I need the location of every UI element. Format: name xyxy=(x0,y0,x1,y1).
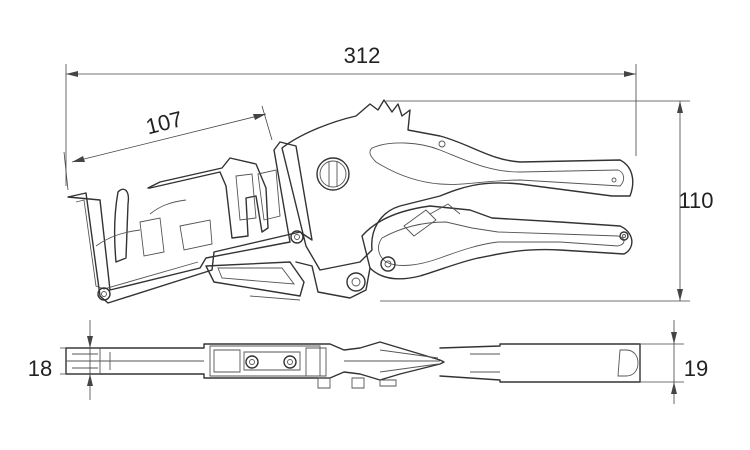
jaw-span-label: 107 xyxy=(143,106,185,139)
dimension-overall-length: 312 xyxy=(65,43,637,186)
side-view xyxy=(67,99,634,304)
top-view xyxy=(65,341,641,389)
dimension-thickness-left: 18 xyxy=(28,320,100,400)
jaw-frame xyxy=(67,141,313,304)
dimension-overall-height: 110 xyxy=(380,100,714,302)
jaw-profiles xyxy=(95,157,281,263)
lower-body xyxy=(205,261,371,301)
upper-handle xyxy=(281,99,634,271)
overall-length-label: 312 xyxy=(344,43,381,68)
thickness-left-label: 18 xyxy=(28,356,52,381)
thickness-right-label: 19 xyxy=(684,356,708,381)
overall-height-label: 110 xyxy=(678,188,713,213)
dimension-jaw-span: 107 xyxy=(63,105,273,191)
lower-handle xyxy=(361,203,633,280)
dimension-thickness-right: 19 xyxy=(638,320,708,404)
